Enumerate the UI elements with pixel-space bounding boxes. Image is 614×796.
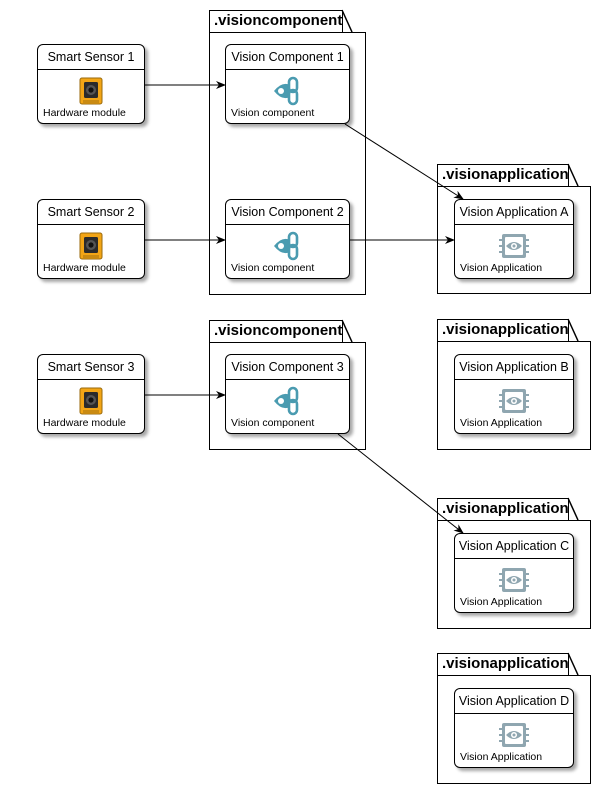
- node-smart-sensor-1[interactable]: Smart Sensor 1 Hardware module: [37, 44, 145, 124]
- vision-link-icon: [273, 386, 298, 416]
- eye-chip-icon: [499, 723, 529, 747]
- node-stereotype: Hardware module: [43, 262, 126, 274]
- package-label: .visionapplication: [442, 655, 569, 672]
- node-vision-component-1[interactable]: Vision Component 1 Vision component: [225, 44, 350, 124]
- node-stereotype: Vision component: [231, 417, 315, 429]
- node-title: Vision Application D: [455, 689, 573, 714]
- node-stereotype: Vision Application: [460, 417, 543, 429]
- node-title: Smart Sensor 2: [38, 200, 144, 225]
- package-label: .visionapplication: [442, 321, 569, 338]
- node-vision-component-3[interactable]: Vision Component 3 Vision component: [225, 354, 350, 434]
- camera-module-icon: [79, 232, 103, 260]
- package-label: .visionapplication: [442, 166, 569, 183]
- node-title: Smart Sensor 3: [38, 355, 144, 380]
- node-vision-component-2[interactable]: Vision Component 2 Vision component: [225, 199, 350, 279]
- package-label: .visionapplication: [442, 500, 569, 517]
- node-vision-application-b[interactable]: Vision Application B Vision Application: [454, 354, 574, 434]
- node-title: Vision Component 2: [226, 200, 349, 225]
- package-label: .visioncomponent: [214, 12, 343, 29]
- node-vision-application-d[interactable]: Vision Application D Vision Application: [454, 688, 574, 768]
- vision-link-icon: [273, 76, 298, 106]
- node-stereotype: Vision Application: [460, 262, 543, 274]
- eye-chip-icon: [499, 389, 529, 413]
- vision-link-icon: [273, 231, 298, 261]
- camera-module-icon: [79, 77, 103, 105]
- node-title: Vision Application C: [455, 534, 573, 559]
- node-title: Vision Application A: [455, 200, 573, 225]
- node-title: Vision Component 1: [226, 45, 349, 70]
- node-stereotype: Hardware module: [43, 107, 126, 119]
- camera-module-icon: [79, 387, 103, 415]
- node-smart-sensor-2[interactable]: Smart Sensor 2 Hardware module: [37, 199, 145, 279]
- node-stereotype: Vision Application: [460, 751, 543, 763]
- node-stereotype: Vision Application: [460, 596, 543, 608]
- eye-chip-icon: [499, 568, 529, 592]
- node-title: Smart Sensor 1: [38, 45, 144, 70]
- node-stereotype: Vision component: [231, 262, 315, 274]
- node-vision-application-a[interactable]: Vision Application A Vision Application: [454, 199, 574, 279]
- eye-chip-icon: [499, 234, 529, 258]
- node-smart-sensor-3[interactable]: Smart Sensor 3 Hardware module: [37, 354, 145, 434]
- node-title: Vision Component 3: [226, 355, 349, 380]
- node-title: Vision Application B: [455, 355, 573, 380]
- package-label: .visioncomponent: [214, 322, 343, 339]
- node-stereotype: Vision component: [231, 107, 315, 119]
- node-stereotype: Hardware module: [43, 417, 126, 429]
- node-vision-application-c[interactable]: Vision Application C Vision Application: [454, 533, 574, 613]
